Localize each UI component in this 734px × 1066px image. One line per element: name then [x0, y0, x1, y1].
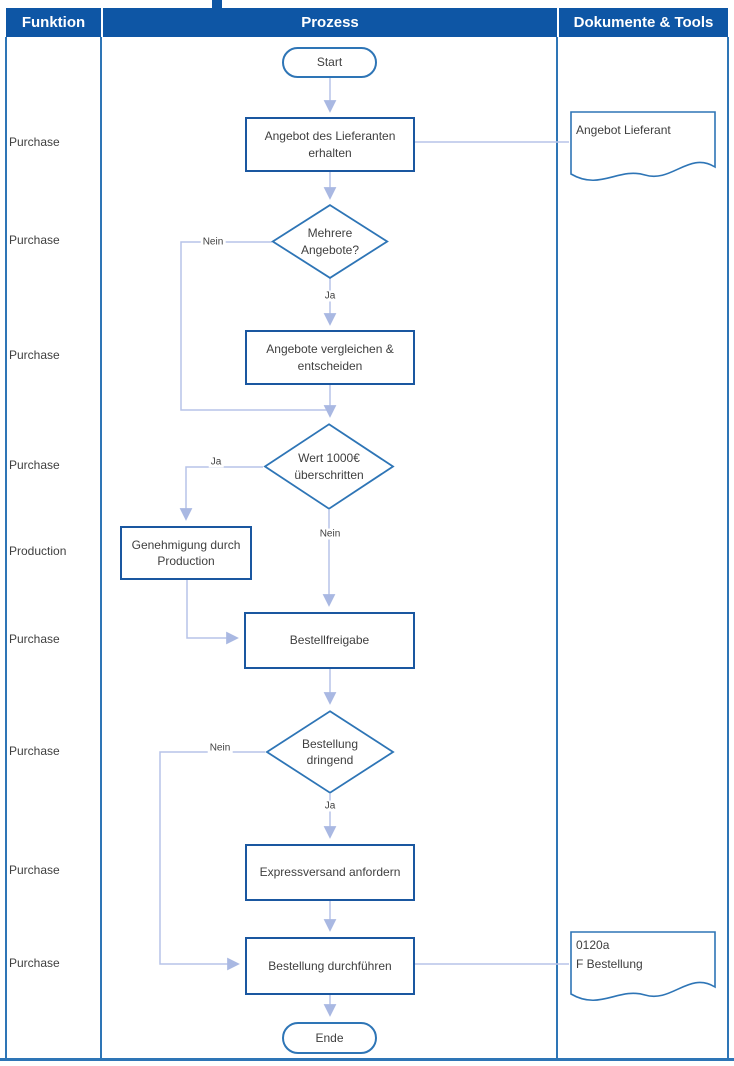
end-label: Ende — [315, 1030, 344, 1045]
header-dokumente-label: Dokumente & Tools — [573, 14, 714, 31]
process-execute-order-label: Bestellung durchführen — [268, 958, 392, 973]
decision-multiple-offers-label: Mehrere Angebote? — [300, 226, 360, 257]
outer-border-right — [727, 37, 729, 1058]
header-column-funktion: Funktion — [6, 8, 101, 37]
document-offer-supplier: Angebot Lieferant — [570, 111, 716, 191]
lane-label-6: Purchase — [9, 632, 60, 646]
process-compare-offers-label: Angebote vergleichen & entscheiden — [266, 342, 394, 373]
process-order-release: Bestellfreigabe — [244, 612, 415, 669]
header-notch — [212, 0, 222, 8]
edge-label-d3-no: Nein — [207, 742, 233, 754]
process-approval-production: Genehmigung durch Production — [120, 526, 252, 580]
document-order-form-line2: F Bestellung — [576, 956, 643, 971]
diamond-shape — [263, 423, 395, 510]
process-order-release-label: Bestellfreigabe — [289, 633, 370, 648]
header-prozess-label: Prozess — [301, 14, 359, 31]
start-label: Start — [316, 55, 343, 70]
document-shape — [570, 931, 716, 1002]
process-compare-offers: Angebote vergleichen & entscheiden — [245, 330, 415, 385]
lane-label-3: Purchase — [9, 348, 60, 362]
lane-label-1: Purchase — [9, 135, 60, 149]
header-column-prozess: Prozess — [103, 8, 557, 37]
start-node: Start — [282, 47, 377, 78]
diamond-shape — [271, 204, 389, 279]
outer-border-left — [5, 37, 7, 1058]
lane-label-2: Purchase — [9, 233, 60, 247]
lane-label-5: Production — [9, 544, 67, 558]
outer-border-bottom — [0, 1058, 734, 1061]
process-express-shipping-label: Expressversand anfordern — [259, 865, 401, 880]
decision-value-exceeded-label: Wert 1000€ überschritten — [294, 451, 364, 482]
edge-label-d2-no: Nein — [317, 528, 343, 540]
lane-divider-funktion-prozess — [100, 37, 102, 1058]
process-receive-offer-label: Angebot des Lieferanten erhalten — [264, 129, 396, 160]
process-execute-order: Bestellung durchführen — [245, 937, 415, 995]
header-column-dokumente: Dokumente & Tools — [559, 8, 728, 37]
document-shape — [570, 111, 716, 182]
lane-label-9: Purchase — [9, 956, 60, 970]
process-express-shipping: Expressversand anfordern — [245, 844, 415, 901]
decision-order-urgent: Bestellung dringend — [265, 710, 395, 794]
document-offer-supplier-label: Angebot Lieferant — [576, 123, 671, 137]
document-order-form: 0120a F Bestellung — [570, 931, 716, 1011]
header-funktion-label: Funktion — [21, 14, 86, 31]
process-receive-offer: Angebot des Lieferanten erhalten — [245, 117, 415, 172]
edge-label-d3-yes: Ja — [322, 800, 338, 812]
edge-label-d2-yes: Ja — [208, 456, 224, 468]
edge-label-d1-yes: Ja — [322, 290, 338, 302]
document-order-form-line1: 0120a — [576, 938, 610, 952]
decision-multiple-offers: Mehrere Angebote? — [271, 204, 389, 279]
process-approval-production-label: Genehmigung durch Production — [131, 537, 241, 568]
decision-order-urgent-label: Bestellung dringend — [301, 736, 359, 767]
lane-divider-prozess-dokumente — [556, 37, 558, 1058]
lane-label-8: Purchase — [9, 863, 60, 877]
diamond-shape — [265, 710, 395, 794]
lane-label-4: Purchase — [9, 458, 60, 472]
decision-value-exceeded: Wert 1000€ überschritten — [263, 423, 395, 510]
lane-label-7: Purchase — [9, 744, 60, 758]
end-node: Ende — [282, 1022, 377, 1054]
edge-label-d1-no: Nein — [200, 236, 226, 248]
